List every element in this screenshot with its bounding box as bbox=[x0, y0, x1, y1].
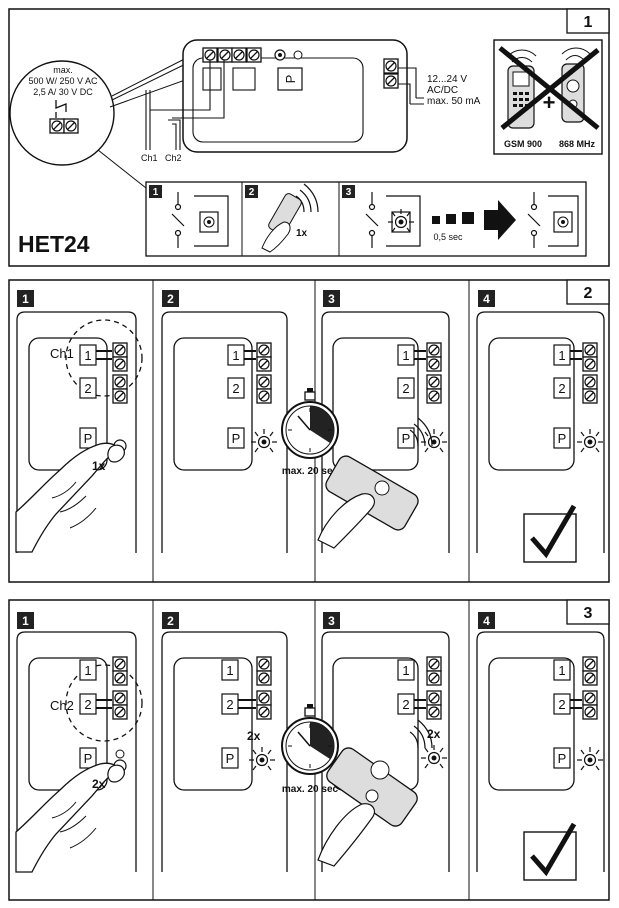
svg-text:2: 2 bbox=[167, 614, 174, 628]
ch2-label: Ch2 bbox=[165, 153, 182, 163]
panel-2: 2 1 2 3 4 Ch1 bbox=[8, 279, 610, 583]
mhz-label: 868 MHz bbox=[559, 139, 596, 149]
remote-control-icon bbox=[317, 417, 433, 549]
product-title: HET24 bbox=[18, 231, 90, 257]
seq-step-1: 1 bbox=[153, 187, 159, 198]
svg-text:1: 1 bbox=[232, 348, 239, 363]
svg-text:1: 1 bbox=[22, 614, 29, 628]
panel-1-number: 1 bbox=[584, 14, 593, 31]
svg-text:3: 3 bbox=[328, 614, 335, 628]
contact-callout bbox=[9, 60, 115, 166]
p3-step4: 1 2 P bbox=[523, 656, 604, 881]
rating-dc: 2,5 A/ 30 V DC bbox=[33, 87, 93, 97]
gsm-label: GSM 900 bbox=[504, 139, 542, 149]
panel-2-number: 2 bbox=[584, 285, 593, 302]
seq-step-3: 3 bbox=[346, 187, 352, 198]
checkmark-icon bbox=[523, 513, 577, 563]
svg-text:1: 1 bbox=[402, 663, 409, 678]
panel-2-step-markers: 1 2 3 4 bbox=[17, 290, 495, 307]
p3-press-count: 2x bbox=[92, 777, 106, 791]
power-current: max. 50 mA bbox=[427, 96, 481, 107]
seq-step-2: 2 bbox=[249, 187, 255, 198]
receiver-board: P bbox=[182, 39, 408, 153]
svg-text:P: P bbox=[558, 431, 567, 446]
p3-timer: max. 20 sec bbox=[282, 784, 339, 795]
p3-step2: 1 2 P 2x bbox=[221, 656, 276, 771]
power-type: AC/DC bbox=[427, 85, 458, 96]
svg-text:1: 1 bbox=[402, 348, 409, 363]
rating-max: max. bbox=[53, 65, 73, 75]
svg-text:2: 2 bbox=[558, 697, 565, 712]
p2-step1: Ch1 1 2 P 1x bbox=[15, 319, 143, 553]
remote-transmitter-icon bbox=[561, 47, 591, 123]
svg-text:1: 1 bbox=[22, 292, 29, 306]
p3-step2-press: 2x bbox=[247, 729, 261, 743]
svg-text:2: 2 bbox=[167, 292, 174, 306]
power-voltage: 12...24 V bbox=[427, 74, 467, 85]
svg-text:2: 2 bbox=[232, 381, 239, 396]
svg-text:1: 1 bbox=[226, 663, 233, 678]
pulse-duration: 0,5 sec bbox=[433, 232, 463, 242]
checkmark-icon bbox=[523, 831, 577, 881]
p2-step3: 1 2 P bbox=[317, 342, 448, 549]
svg-text:1: 1 bbox=[558, 663, 565, 678]
p3-step3: 1 2 2x bbox=[317, 656, 448, 867]
p3-ch-label: Ch2 bbox=[50, 698, 74, 713]
rating-ac: 500 W/ 250 V AC bbox=[28, 76, 98, 86]
switching-sequence: 1 2 3 1x bbox=[145, 181, 587, 257]
svg-text:1: 1 bbox=[84, 348, 91, 363]
svg-text:2: 2 bbox=[558, 381, 565, 396]
p2-ch-label: Ch1 bbox=[50, 346, 74, 361]
p2-press-count: 1x bbox=[92, 459, 106, 473]
plus-sign: + bbox=[543, 90, 556, 115]
relay-contact-icon bbox=[49, 100, 79, 134]
p2-step4: 1 2 P bbox=[523, 342, 604, 563]
panel-3-number: 3 bbox=[584, 605, 593, 622]
svg-text:2: 2 bbox=[402, 381, 409, 396]
pulse-dashes-icon bbox=[432, 212, 474, 224]
mobile-phone-icon bbox=[507, 49, 537, 129]
ch1-label: Ch1 bbox=[141, 153, 158, 163]
svg-text:2: 2 bbox=[84, 381, 91, 396]
p2-step2: 1 2 P bbox=[227, 342, 278, 453]
panel-1: 1 max. 500 W/ 250 V AC 2,5 A/ 30 V DC P bbox=[8, 8, 610, 267]
panel-3-step-markers: 1 2 3 4 bbox=[17, 612, 495, 629]
svg-text:1: 1 bbox=[558, 348, 565, 363]
p-button-label: P bbox=[283, 75, 298, 84]
svg-text:2: 2 bbox=[402, 697, 409, 712]
interference-warning: + GSM 900 868 MHz bbox=[493, 39, 603, 155]
svg-text:P: P bbox=[84, 751, 93, 766]
svg-text:2: 2 bbox=[84, 697, 91, 712]
p2-timer: max. 20 sec bbox=[282, 466, 339, 477]
seq-press-count: 1x bbox=[296, 228, 308, 239]
arrow-right-icon bbox=[484, 200, 516, 240]
remote-press-icon bbox=[261, 183, 319, 253]
svg-text:4: 4 bbox=[483, 292, 490, 306]
svg-text:P: P bbox=[226, 751, 235, 766]
svg-text:P: P bbox=[402, 431, 411, 446]
svg-text:4: 4 bbox=[483, 614, 490, 628]
svg-text:3: 3 bbox=[328, 292, 335, 306]
panel-3: 3 1 2 3 4 1 bbox=[8, 599, 610, 901]
svg-text:1: 1 bbox=[84, 663, 91, 678]
svg-text:2: 2 bbox=[226, 697, 233, 712]
svg-text:P: P bbox=[84, 431, 93, 446]
p3-step1: 1 Ch2 2 P 2x bbox=[15, 656, 143, 873]
svg-text:P: P bbox=[232, 431, 241, 446]
svg-text:P: P bbox=[558, 751, 567, 766]
remote-control-icon bbox=[317, 719, 433, 867]
